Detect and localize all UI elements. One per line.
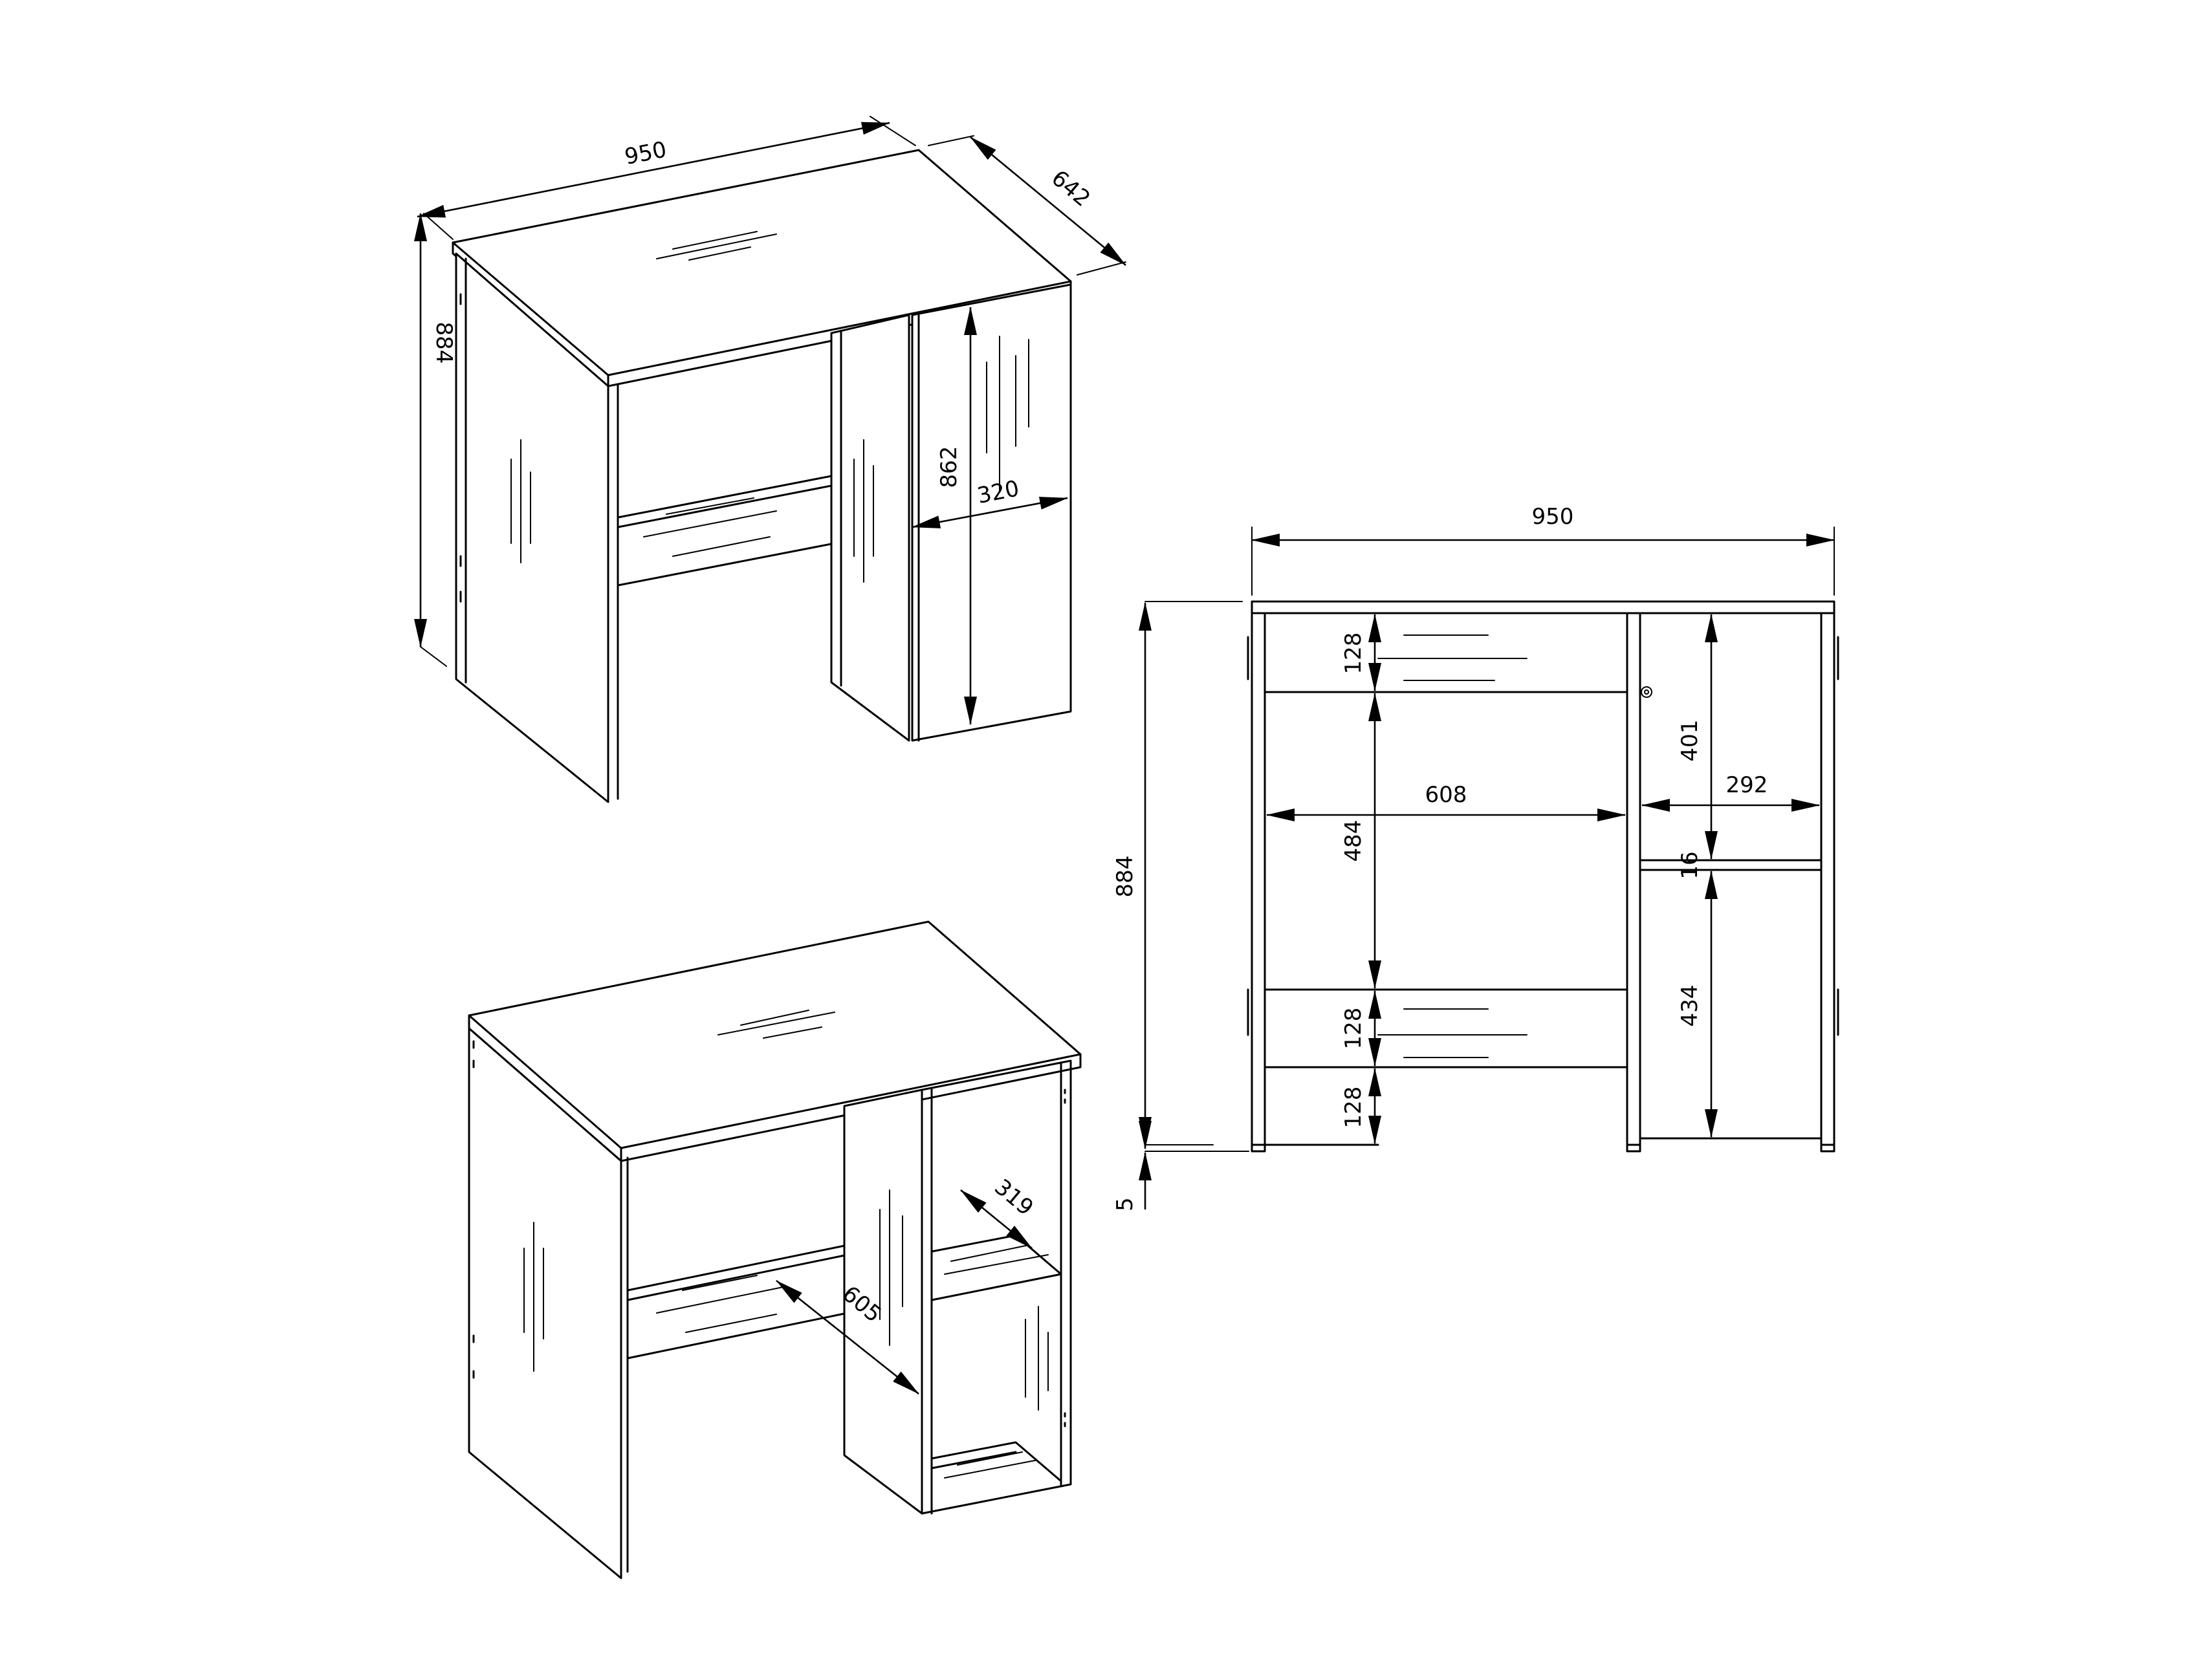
top-height-label: 884: [431, 322, 457, 364]
front-width-label: 950: [1532, 504, 1574, 530]
door-height-label: 862: [936, 446, 962, 488]
bottom-gap-label: 128: [1341, 1087, 1366, 1129]
rail-height-label: 128: [1341, 1008, 1366, 1050]
isometric-view-open: 319 605: [468, 920, 1082, 1579]
top-width-label: 950: [622, 136, 668, 170]
front-height-label: 884: [1112, 856, 1138, 898]
upper-compartment-label: 401: [1677, 720, 1703, 762]
shelf-depth-label: 319: [989, 1174, 1038, 1220]
foot-height-label: 5: [1112, 1197, 1138, 1211]
front-view: 950 884 5 128 484 128 128 608 401 434 16…: [1112, 504, 1839, 1211]
isometric-view-closed: 950 642 884 862 320: [414, 116, 1126, 803]
knee-space-label: 484: [1341, 820, 1366, 862]
opening-width-label: 608: [1425, 782, 1467, 808]
left-side-panel: [455, 252, 609, 803]
compartment-width-label: 292: [1726, 772, 1768, 798]
cabinet-side-panel: [830, 314, 910, 742]
open-left-side-panel: [468, 1027, 622, 1579]
drawer-height-label: 128: [1341, 633, 1366, 675]
front-desk-top: [1251, 600, 1835, 614]
shelf-thickness-label: 16: [1677, 851, 1703, 879]
lower-compartment-label: 434: [1677, 985, 1703, 1027]
